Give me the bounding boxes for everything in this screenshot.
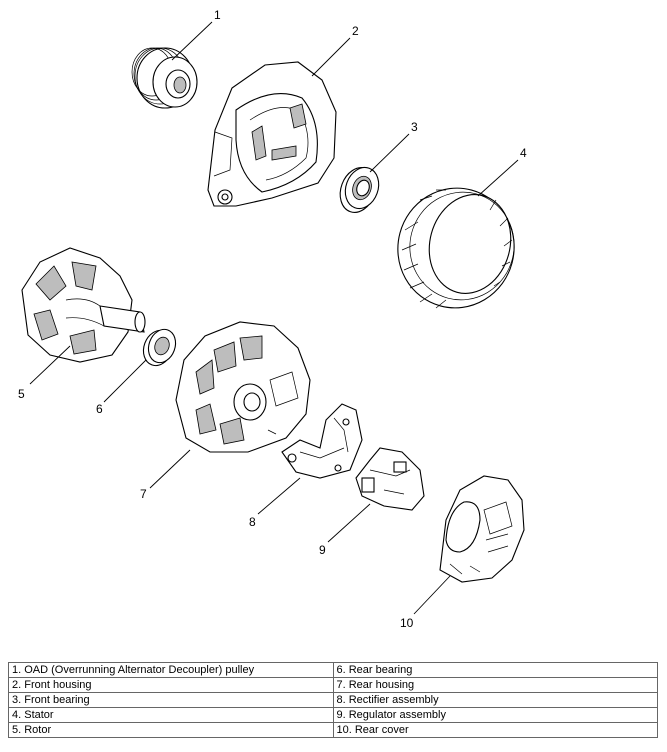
callout-5: 5 <box>18 387 25 401</box>
callout-8: 8 <box>249 515 256 529</box>
callout-4: 4 <box>520 146 527 160</box>
leader-line-8 <box>257 477 301 515</box>
leader-line-3 <box>369 133 410 173</box>
legend-item: 7. Rear housing <box>332 677 658 693</box>
rear-bearing-illustration <box>142 328 177 367</box>
legend-item: 4. Stator <box>8 707 334 723</box>
leader-line-7 <box>149 449 191 489</box>
leader-line-5 <box>29 345 71 385</box>
legend-row: 2. Front housing 7. Rear housing <box>8 677 658 693</box>
legend-item: 9. Regulator assembly <box>332 707 658 723</box>
callout-1: 1 <box>214 8 221 22</box>
legend-row: 3. Front bearing 8. Rectifier assembly <box>8 692 658 708</box>
legend-item: 8. Rectifier assembly <box>332 692 658 708</box>
leader-line-10 <box>413 575 451 615</box>
legend-item: 10. Rear cover <box>332 722 658 738</box>
leader-line-9 <box>327 503 371 543</box>
leader-line-2 <box>311 37 351 77</box>
callout-3: 3 <box>411 120 418 134</box>
callout-2: 2 <box>352 24 359 38</box>
leader-line-6 <box>103 359 147 403</box>
rear-cover-illustration <box>439 475 525 583</box>
legend-item: 6. Rear bearing <box>332 662 658 678</box>
legend-item: 3. Front bearing <box>8 692 334 708</box>
legend-row: 1. OAD (Overrunning Alternator Decoupler… <box>8 662 658 678</box>
rectifier-illustration <box>281 403 363 479</box>
pulley-illustration <box>131 47 198 109</box>
rear-housing-illustration <box>175 321 311 453</box>
legend-item: 1. OAD (Overrunning Alternator Decoupler… <box>8 662 334 678</box>
regulator-illustration <box>355 447 425 511</box>
front-bearing-illustration <box>339 166 380 213</box>
rotor-illustration <box>21 247 146 363</box>
front-housing-illustration <box>207 61 337 207</box>
legend-item: 2. Front housing <box>8 677 334 693</box>
callout-7: 7 <box>140 487 147 501</box>
legend-item: 5. Rotor <box>8 722 334 738</box>
exploded-view-diagram: 1 2 3 4 5 6 7 8 9 10 <box>18 8 527 630</box>
callout-10: 10 <box>400 616 414 630</box>
callout-6: 6 <box>96 402 103 416</box>
leader-line-4 <box>477 159 519 197</box>
legend-row: 4. Stator 9. Regulator assembly <box>8 707 658 723</box>
legend-row: 5. Rotor 10. Rear cover <box>8 722 658 738</box>
leader-line-1 <box>171 21 213 61</box>
parts-legend-table: 1. OAD (Overrunning Alternator Decoupler… <box>8 662 658 738</box>
callout-9: 9 <box>319 543 326 557</box>
stator-illustration <box>397 187 515 309</box>
